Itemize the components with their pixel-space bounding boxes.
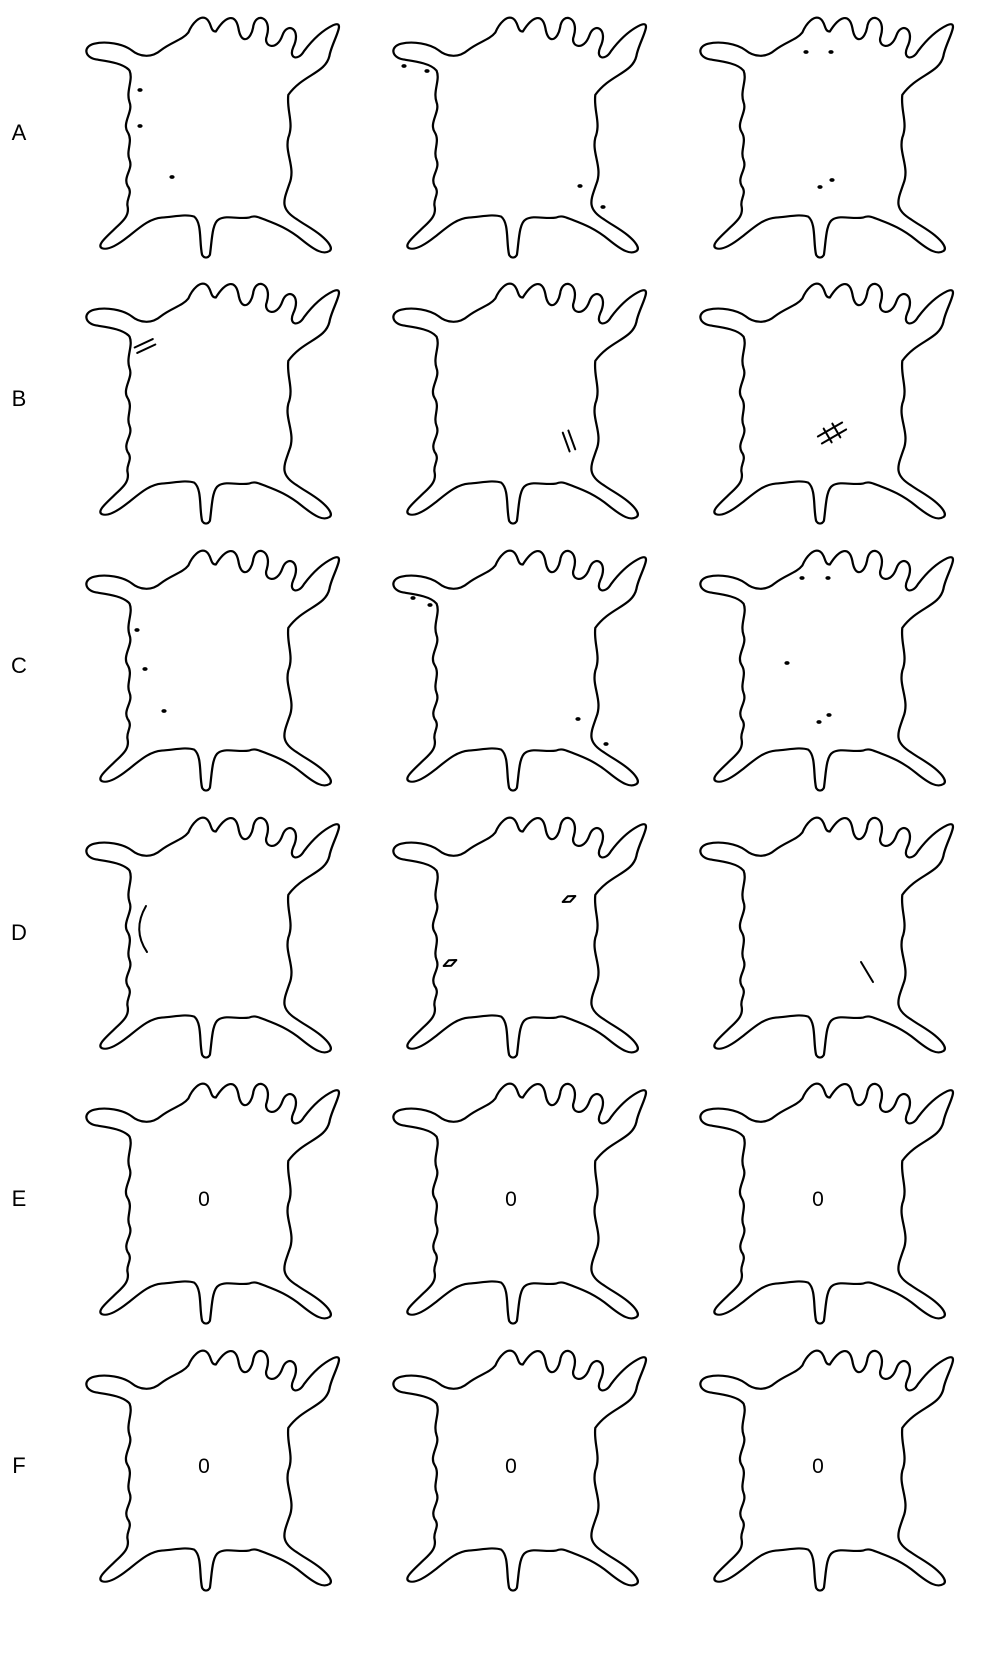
- hide-outline: [86, 1351, 339, 1591]
- hide-panel-b-1: [86, 284, 339, 524]
- row-label-f: F: [12, 1453, 25, 1478]
- hide-panel-f-1: 0: [86, 1351, 339, 1591]
- hide-panel-e-1: 0: [86, 1084, 339, 1324]
- hide-panel-a-1: [86, 18, 339, 258]
- defect-double-line-mark: [563, 431, 575, 452]
- hide-outline: [700, 818, 953, 1058]
- hide-outline: [86, 18, 339, 258]
- defect-double-line-mark: [135, 339, 156, 353]
- defect-diamond-mark: [561, 893, 576, 904]
- hide-value: 0: [812, 1455, 824, 1478]
- hide-outline: [700, 18, 953, 258]
- hide-panel-b-2: [393, 284, 646, 524]
- hide-value: 0: [198, 1188, 210, 1211]
- defect-dot-mark: [817, 185, 822, 189]
- hide-panel-a-2: [393, 18, 646, 258]
- defect-dot-mark: [799, 576, 804, 580]
- row-label-e: E: [12, 1186, 27, 1211]
- defect-ladder-mark: [816, 419, 848, 447]
- defect-dot-mark: [134, 628, 139, 632]
- hide-panel-c-3: [700, 551, 953, 791]
- defect-dot-mark: [825, 576, 830, 580]
- defect-dot-mark: [803, 50, 808, 54]
- hide-outline: [86, 551, 339, 791]
- defect-diamond-mark: [442, 957, 457, 968]
- hide-value: 0: [812, 1188, 824, 1211]
- defect-dot-mark: [169, 175, 174, 179]
- defect-dot-mark: [410, 596, 415, 600]
- row-label-a: A: [12, 120, 27, 145]
- hide-value: 0: [198, 1455, 210, 1478]
- hide-panel-e-2: 0: [393, 1084, 646, 1324]
- hide-panel-b-3: [700, 284, 953, 524]
- hide-outline: [86, 284, 339, 524]
- defect-dot-mark: [826, 713, 831, 717]
- hide-outline: [86, 1084, 339, 1324]
- hide-outline: [86, 818, 339, 1058]
- hide-panel-c-2: [393, 551, 646, 791]
- hide-outline: [700, 1351, 953, 1591]
- hide-outline: [393, 1351, 646, 1591]
- defect-dot-mark: [137, 88, 142, 92]
- hide-panel-a-3: [700, 18, 953, 258]
- hide-panel-f-2: 0: [393, 1351, 646, 1591]
- hide-value: 0: [505, 1455, 517, 1478]
- hide-panel-e-3: 0: [700, 1084, 953, 1324]
- hide-panel-c-1: [86, 551, 339, 791]
- defect-dot-mark: [424, 69, 429, 73]
- defect-dot-mark: [401, 64, 406, 68]
- row-labels: A B C D E F: [11, 120, 27, 1478]
- defect-dot-mark: [161, 709, 166, 713]
- hide-outline: [700, 551, 953, 791]
- defect-dot-mark: [828, 50, 833, 54]
- hide-outline: [700, 1084, 953, 1324]
- defect-dot-mark: [137, 124, 142, 128]
- defect-dot-mark: [575, 717, 580, 721]
- row-label-c: C: [11, 653, 27, 678]
- defect-dot-mark: [600, 205, 605, 209]
- hide-panel-f-3: 0: [700, 1351, 953, 1591]
- defect-dot-mark: [603, 742, 608, 746]
- hide-outline: [393, 18, 646, 258]
- hide-panel-d-1: [86, 818, 339, 1058]
- defect-line-mark: [861, 962, 873, 982]
- row-label-b: B: [12, 386, 27, 411]
- hide-outline: [393, 551, 646, 791]
- hide-outline: [393, 1084, 646, 1324]
- row-label-d: D: [11, 920, 27, 945]
- defect-dot-mark: [829, 178, 834, 182]
- hide-outline: [393, 818, 646, 1058]
- defect-dot-mark: [427, 603, 432, 607]
- defect-dot-mark: [142, 667, 147, 671]
- hide-outline: [700, 284, 953, 524]
- hide-value: 0: [505, 1188, 517, 1211]
- hide-panel-d-2: [393, 818, 646, 1058]
- hide-panel-d-3: [700, 818, 953, 1058]
- hide-panels: 0 0 0 0 0 0: [86, 18, 953, 1591]
- defect-arc-mark: [139, 906, 147, 952]
- defect-dot-mark: [784, 661, 789, 665]
- defect-dot-mark: [577, 184, 582, 188]
- hide-outline: [393, 284, 646, 524]
- defect-dot-mark: [816, 720, 821, 724]
